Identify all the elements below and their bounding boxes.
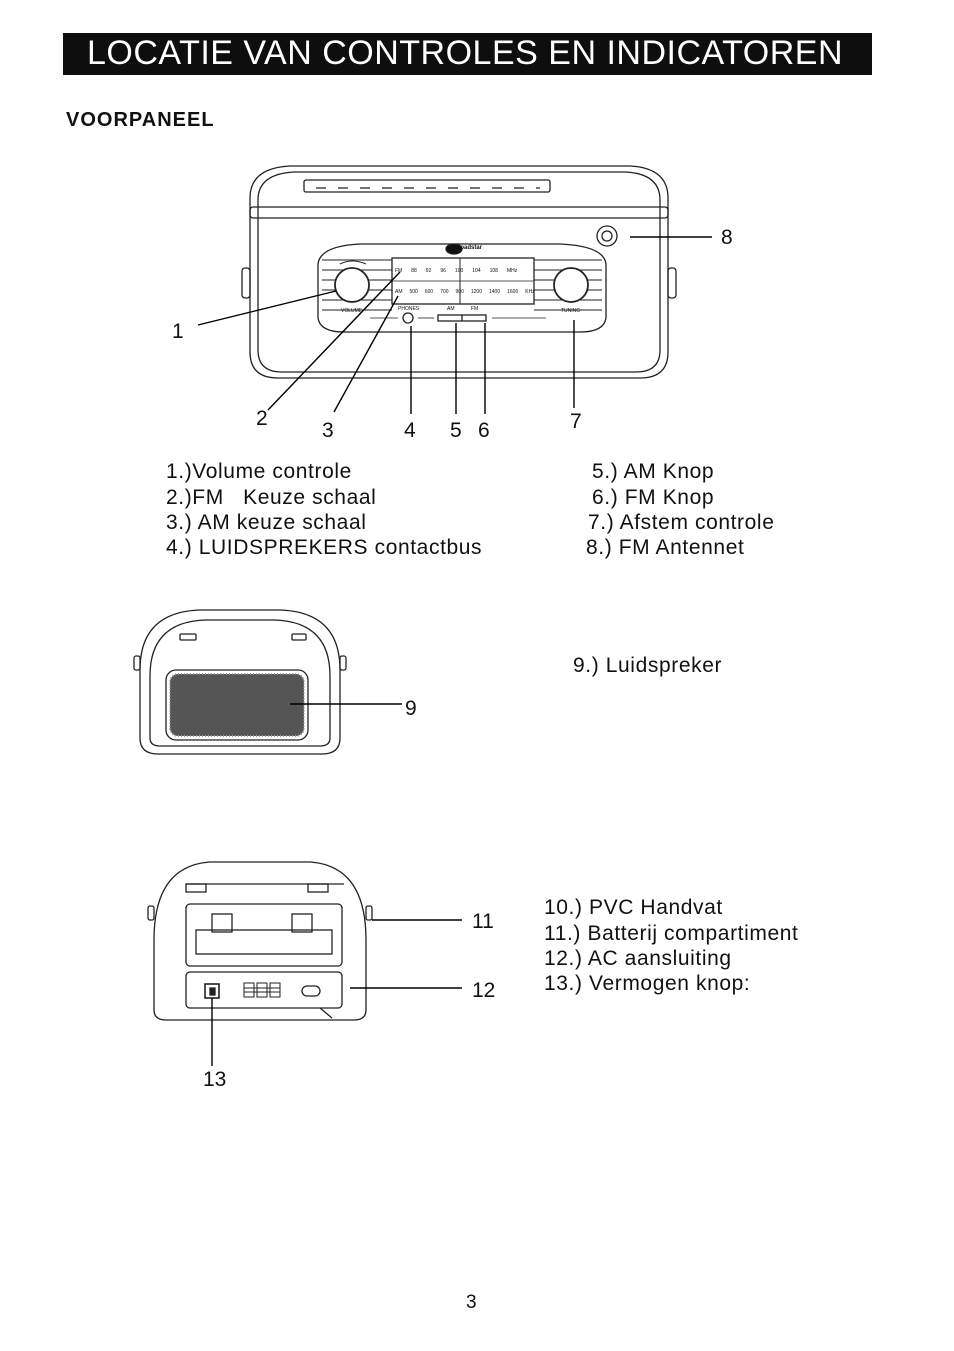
legend-item: 5.) AM Knop [592,460,715,483]
fm-tick: MHz [506,268,518,274]
callout-7: 7 [570,410,582,433]
am-label: AM [447,306,455,312]
callout-2: 2 [256,407,268,430]
legend-item: 11.) Batterij compartiment [544,922,799,945]
legend-item: 8.) FM Antennet [586,536,745,559]
legend-item: 10.) PVC Handvat [544,896,723,919]
brand-logo [445,243,463,255]
fm-tick: 104 [472,268,481,274]
phones-label: PHONES [398,306,420,312]
legend-item: 6.) FM Knop [592,486,715,509]
legend-item: 13.) Vermogen knop: [544,972,751,995]
rear-panel [185,971,343,1009]
legend-item: 2.)FM Keuze schaal [166,486,377,509]
am-scale-label: AM [395,289,403,295]
section-title: VOORPANEEL [66,109,215,131]
volume-label: VOLUME [341,308,363,314]
callout-9: 9 [405,697,417,720]
ac-socket [301,985,321,997]
page-number: 3 [466,1292,477,1313]
legend-item: 7.) Afstem controle [588,511,775,534]
am-tick: KHz [525,289,535,295]
fm-scale: FM 88 92 96 100 104 108 MHz [395,268,517,274]
tuning-knob [553,267,589,303]
fm-tick: 92 [425,268,432,274]
callout-8: 8 [721,226,733,249]
battery-compartment [185,903,343,967]
fm-tick: 108 [489,268,498,274]
legend-item: 3.) AM keuze schaal [166,511,367,534]
callout-4: 4 [404,419,416,442]
fm-tick: 96 [440,268,446,274]
am-scale: AM 500 600 700 900 1200 1400 1600 KHz [395,289,535,295]
legend-item: 4.) LUIDSPREKERS contactbus [166,536,483,559]
fm-tick: 88 [411,268,417,274]
callout-1: 1 [172,320,184,343]
callout-6: 6 [478,419,490,442]
am-tick: 600 [424,289,434,295]
am-tick: 900 [455,289,464,295]
title-bar: LOCATIE VAN CONTROLES EN INDICATOREN [63,33,872,75]
callout-3: 3 [322,419,334,442]
legend-item: 12.) AC aansluiting [544,947,732,970]
am-tick: 1600 [507,289,519,295]
volume-knob [334,267,370,303]
phones-jack [402,312,414,324]
am-tick: 500 [409,289,418,295]
am-tick: 1200 [470,289,482,295]
legend-item: 1.)Volume controle [166,460,352,483]
callout-13: 13 [203,1068,227,1091]
page-title: LOCATIE VAN CONTROLES EN INDICATOREN [87,34,844,72]
legend-item: 9.) Luidspreker [573,654,723,677]
callout-5: 5 [450,419,462,442]
am-tick: 1400 [489,289,501,295]
brand-name: roadstar [458,245,483,251]
callout-12: 12 [472,979,496,1002]
fm-label: FM [471,306,479,312]
tuning-label: TUNING [561,308,581,314]
callout-11: 11 [472,910,494,933]
fm-tick: 100 [454,268,464,274]
speaker-grille [165,669,309,741]
fm-scale-label: FM [395,268,403,274]
am-tick: 700 [440,289,449,295]
